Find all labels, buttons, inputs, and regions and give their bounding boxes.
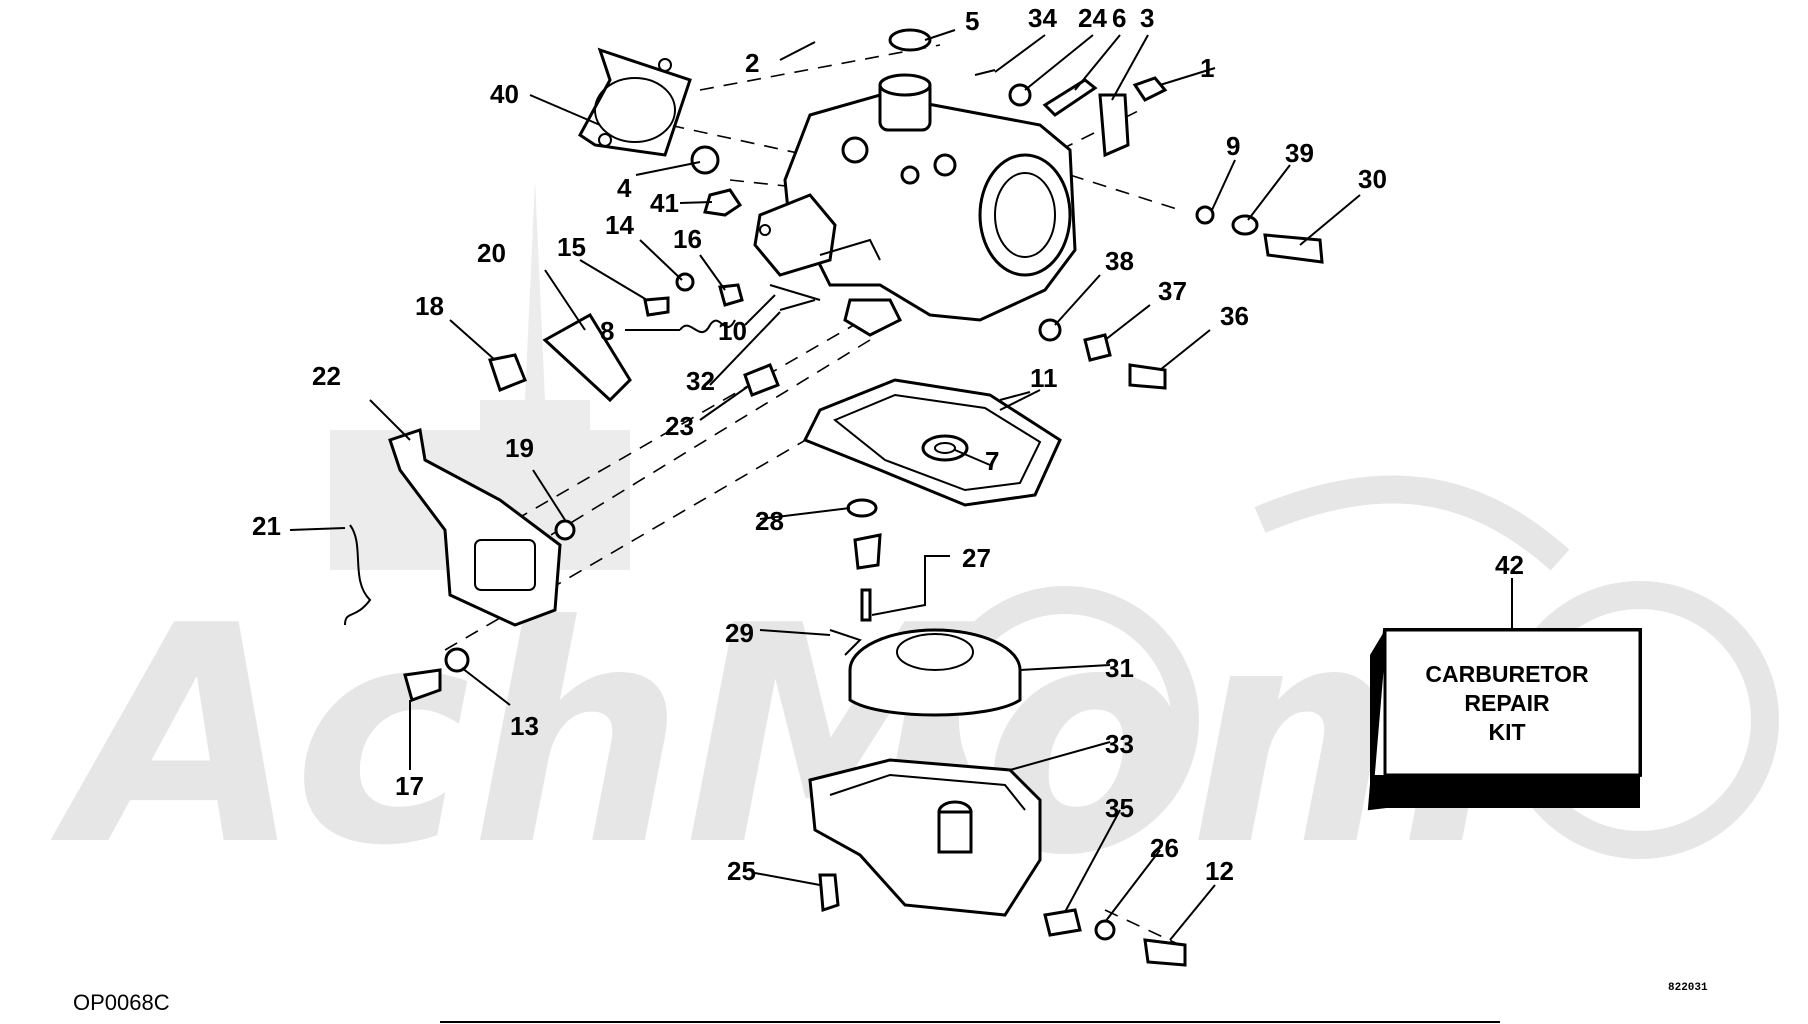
screw-25: [818, 873, 840, 913]
callout-33: 33: [1105, 729, 1134, 759]
callout-16: 16: [673, 224, 702, 254]
callout-31: 31: [1105, 653, 1134, 683]
callout-11: 11: [1030, 363, 1058, 393]
callout-4: 4: [617, 173, 632, 203]
callout-20: 20: [477, 238, 506, 268]
clip-29: [829, 629, 862, 656]
callout-29: 29: [725, 618, 754, 648]
callout-37: 37: [1158, 276, 1187, 306]
washer-19: [554, 519, 576, 541]
screw-36: [1128, 363, 1167, 390]
screw-1: [1132, 76, 1168, 102]
needle-seat-27: [853, 533, 882, 570]
callout-14: 14: [605, 210, 634, 240]
washer-26: [1094, 919, 1116, 941]
diagram-code: OP0068C: [73, 990, 170, 1015]
screw-30: [1263, 233, 1324, 264]
bowl-gasket: [802, 378, 1062, 507]
callout-32: 32: [686, 366, 715, 396]
washer-28: [846, 498, 878, 518]
screw-12: [1143, 938, 1187, 967]
callout-6: 6: [1112, 3, 1126, 33]
plug-5: [888, 28, 932, 52]
jet-35: [1043, 908, 1082, 937]
screw-17: [403, 668, 442, 702]
repair-kit-box: 42 CARBURETOR REPAIR KIT: [1367, 550, 1642, 811]
callout-13: 13: [510, 711, 539, 741]
needle-6: [1042, 78, 1098, 117]
callout-21: 21: [252, 511, 281, 541]
small-parts: [403, 28, 1324, 702]
spring-8: [679, 319, 736, 333]
bracket-3: [1098, 93, 1130, 158]
callout-19: 19: [505, 433, 534, 463]
screw-15: [643, 296, 670, 317]
callout-17: 17: [395, 771, 424, 801]
float-parts: [829, 498, 1022, 717]
flange-gasket: [578, 47, 692, 157]
callout-23: 23: [665, 411, 694, 441]
callout-34: 34: [1028, 3, 1057, 33]
callout-35: 35: [1105, 793, 1134, 823]
callout-39: 39: [1285, 138, 1314, 168]
callout-8: 8: [600, 316, 614, 346]
corner-code: 822031: [1668, 982, 1708, 994]
kit-label-line2: REPAIR: [1464, 690, 1550, 716]
callout-28: 28: [755, 506, 784, 536]
callout-40: 40: [490, 79, 519, 109]
callout-15: 15: [557, 232, 586, 262]
callout-18: 18: [415, 291, 444, 321]
callout-38: 38: [1105, 246, 1134, 276]
choke-link: [344, 428, 562, 627]
callout-30: 30: [1358, 164, 1387, 194]
leader-lines: [289, 29, 1513, 941]
plug-9: [1195, 205, 1215, 225]
callout-10: 10: [718, 316, 747, 346]
jet-37: [1083, 333, 1112, 362]
plug-4: [690, 145, 720, 175]
callout-36: 36: [1220, 301, 1249, 331]
washer-13: [444, 647, 470, 673]
callout-41: 41: [650, 188, 679, 218]
washer-39: [1231, 214, 1259, 236]
float-pin-23: [743, 363, 780, 397]
kit-ref-number: 42: [1495, 550, 1524, 580]
carburetor-body: [753, 73, 1077, 337]
lever-20: [542, 312, 632, 403]
callout-5: 5: [965, 6, 979, 36]
kit-label-line1: CARBURETOR: [1425, 661, 1589, 687]
callout-26: 26: [1150, 833, 1179, 863]
nut-41: [703, 188, 743, 217]
pin-32: [779, 299, 816, 311]
callout-25: 25: [727, 856, 756, 886]
callout-1: 1: [1200, 53, 1214, 83]
bushing-18: [488, 353, 527, 392]
callout-3: 3: [1140, 3, 1154, 33]
callout-7: 7: [985, 446, 999, 476]
callout-12: 12: [1205, 856, 1234, 886]
needle-27b: [860, 588, 872, 622]
callout-2: 2: [745, 48, 759, 78]
bowl-fasteners: [818, 873, 1187, 967]
callout-24: 24: [1078, 3, 1107, 33]
watermark-text: AchMom: [47, 562, 1502, 911]
float-bowl: [808, 758, 1042, 917]
callout-22: 22: [312, 361, 341, 391]
nut-16: [718, 283, 744, 307]
callout-numbers: 1 2 3 4 5 6 7 8 9 10 11 12 13 14 15 16 1…: [252, 3, 1387, 886]
pin-34: [974, 69, 996, 76]
pin-10: [769, 284, 821, 301]
kit-label-line3: KIT: [1488, 719, 1525, 745]
watermark: AchMom: [47, 180, 1779, 911]
callout-9: 9: [1226, 131, 1240, 161]
callout-27: 27: [962, 543, 991, 573]
